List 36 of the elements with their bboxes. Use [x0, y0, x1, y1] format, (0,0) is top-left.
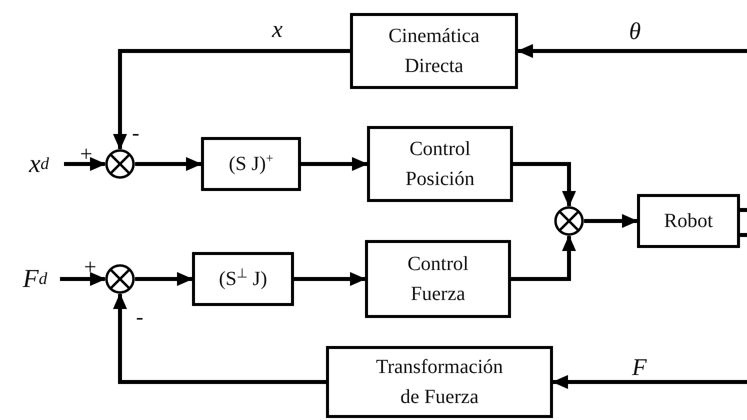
- signal-arrow: [135, 272, 193, 286]
- signal-arrow: [294, 272, 366, 286]
- block-label: Robot: [664, 209, 713, 234]
- signal-arrow: [113, 293, 326, 384]
- summing-junction: [105, 149, 135, 179]
- block-box: [192, 252, 294, 306]
- signal-line: [740, 233, 747, 237]
- summing-junction: [554, 206, 584, 236]
- signal-arrow: [517, 44, 747, 58]
- block-box: [350, 13, 518, 89]
- sign-label: +: [84, 256, 96, 278]
- block-label: Cinemática Directa: [387, 24, 481, 79]
- block-label: Control Fuerza: [406, 252, 470, 307]
- block-label: Transformación de Fuerza: [374, 355, 504, 410]
- signal-arrow: [552, 375, 747, 389]
- block-box: [365, 240, 511, 318]
- signal-arrow: [301, 157, 368, 171]
- sign-label: -: [136, 306, 144, 328]
- block-label: (S J)$^{+}$: [228, 149, 274, 177]
- block-label: Control Posición: [404, 137, 476, 192]
- signal-arrow: [64, 157, 106, 171]
- signal-line: [740, 208, 747, 212]
- block-label: (S$^{⊥}$ J): [218, 264, 268, 292]
- signal-arrow: [60, 272, 106, 286]
- block-box: [326, 346, 553, 418]
- signal-arrow: [511, 235, 576, 281]
- block-box: [637, 194, 740, 248]
- sign-label: +: [80, 143, 92, 165]
- signal-arrow: [135, 157, 202, 171]
- signal-arrow: [513, 162, 576, 207]
- block-box: [201, 137, 301, 191]
- sign-label: -: [132, 122, 140, 144]
- block-box: [367, 126, 513, 202]
- signal-arrow: [113, 49, 350, 150]
- summing-junction: [105, 264, 135, 294]
- signal-arrow: [584, 214, 638, 228]
